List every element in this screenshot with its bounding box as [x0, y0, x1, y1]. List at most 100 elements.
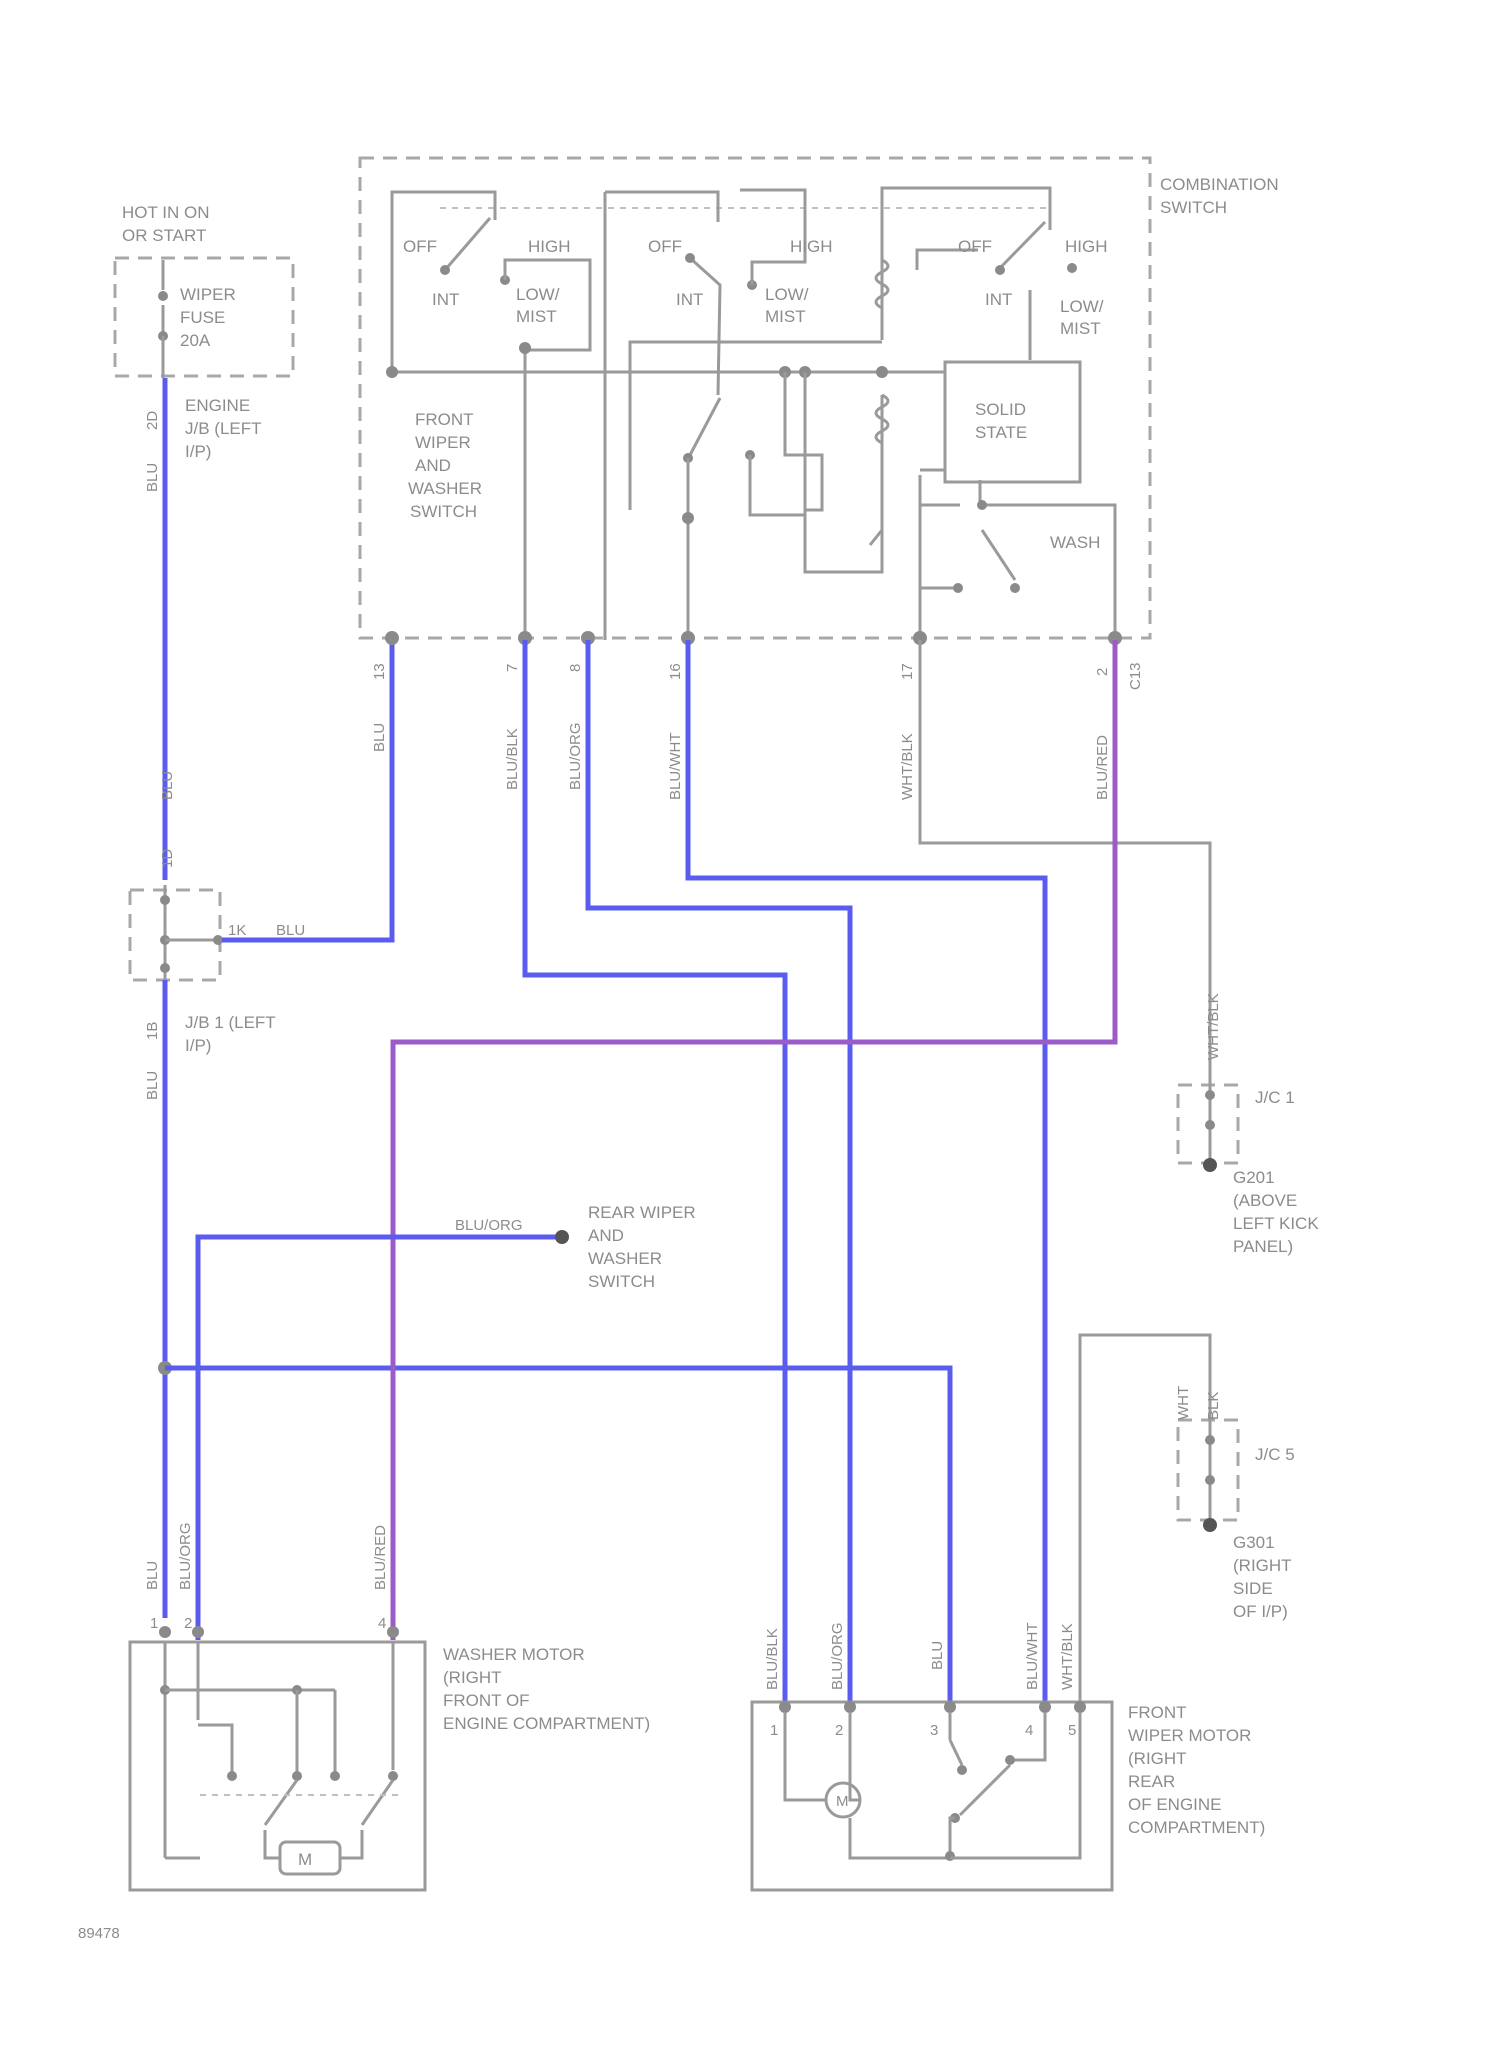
switch-pin-2-label: 2	[1094, 668, 1111, 676]
rear-wiper-connector	[555, 1230, 569, 1244]
wiper-fuse-rating: 20A	[180, 331, 211, 350]
blu-wht-wire	[688, 640, 1045, 1710]
wm-wire-a-label: BLU	[144, 1561, 161, 1590]
fwm-pin-e-label: 5	[1068, 1722, 1076, 1739]
low-mist-label-2b: MIST	[765, 307, 806, 326]
jc1-wire-label: WHT/BLK	[1205, 993, 1222, 1060]
fuse-pin-label: 2D	[144, 411, 161, 430]
switch-wire-2-label: BLU/RED	[1094, 735, 1111, 800]
int-label-2: INT	[676, 290, 703, 309]
rear-wiper-wire-label: BLU/ORG	[455, 1217, 523, 1234]
jc5-wire-b-label: BLK	[1205, 1392, 1222, 1420]
high-label-3: HIGH	[1065, 237, 1108, 256]
low-mist-label-1a: LOW/	[516, 285, 560, 304]
switch-wire-17-label: WHT/BLK	[899, 733, 916, 800]
fwm-pin-c-label: 3	[930, 1722, 938, 1739]
g201-label-4: PANEL)	[1233, 1237, 1293, 1256]
washer-motor-label-4: ENGINE COMPARTMENT)	[443, 1714, 650, 1733]
wiper-fuse-label: WIPER	[180, 285, 236, 304]
jb-pin-bottom-label: 1B	[144, 1022, 161, 1040]
int-label-3: INT	[985, 290, 1012, 309]
fwm-wire-d-label: BLU/WHT	[1024, 1623, 1041, 1691]
combination-switch-label-2: SWITCH	[1160, 198, 1227, 217]
switch-pin-17-label: 17	[899, 663, 916, 680]
washer-motor-label: WASHER MOTOR	[443, 1645, 585, 1664]
jc1-label: J/C 1	[1255, 1088, 1295, 1107]
fuse-to-jb-wire-label: BLU	[159, 771, 176, 800]
front-wiper-motor-label: FRONT	[1128, 1703, 1187, 1722]
switch-wire-16-label: BLU/WHT	[667, 733, 684, 801]
front-wiper-motor-label-3: (RIGHT	[1128, 1749, 1187, 1768]
wm-wire-b-label: BLU/ORG	[177, 1522, 194, 1590]
fwm-pin-d-label: 4	[1025, 1722, 1033, 1739]
jc5-label: J/C 5	[1255, 1445, 1295, 1464]
jb-side-pin-label: 1K	[228, 922, 246, 939]
front-wiper-switch-label-5: SWITCH	[410, 502, 477, 521]
fuse-wire-label: BLU	[144, 463, 161, 492]
switch-pin-13-label: 13	[371, 663, 388, 680]
front-wiper-motor-label-4: REAR	[1128, 1772, 1175, 1791]
jb1-label-2: I/P)	[185, 1036, 211, 1055]
low-mist-label-1b: MIST	[516, 307, 557, 326]
solid-state-box	[945, 362, 1080, 482]
g301-label-4: OF I/P)	[1233, 1602, 1288, 1621]
solid-state-label: SOLID	[975, 400, 1026, 419]
front-wiper-motor-label-6: COMPARTMENT)	[1128, 1818, 1265, 1837]
low-mist-label-3b: MIST	[1060, 319, 1101, 338]
switch-pin-c13-label: C13	[1127, 662, 1144, 690]
wm-wire-c-label: BLU/RED	[372, 1525, 389, 1590]
blu-red-wire	[393, 640, 1115, 1640]
front-wiper-switch-label-4: WASHER	[408, 479, 482, 498]
g201-label: G201	[1233, 1168, 1275, 1187]
switch-pin-8-label: 8	[567, 664, 584, 672]
combination-switch-label: COMBINATION	[1160, 175, 1279, 194]
g301-label-2: (RIGHT	[1233, 1556, 1292, 1575]
high-label-2: HIGH	[790, 237, 833, 256]
jc5-wire-a-label: WHT	[1175, 1386, 1192, 1420]
wht-blk-ground-wire	[920, 640, 1210, 1000]
rear-wiper-label-2: AND	[588, 1226, 624, 1245]
g201-label-3: LEFT KICK	[1233, 1214, 1319, 1233]
washer-motor-m-icon: M	[298, 1850, 312, 1869]
wm-pin-c-label: 4	[378, 1615, 386, 1632]
wiper-fuse-label-2: FUSE	[180, 308, 225, 327]
jc5-block	[1080, 1335, 1238, 1710]
fwm-wire-a-label: BLU/BLK	[764, 1628, 781, 1690]
front-wiper-motor-m-icon: M	[836, 1793, 849, 1810]
blu-org-wire	[588, 640, 850, 1710]
fwm-wire-e-label: WHT/BLK	[1059, 1623, 1076, 1690]
washer-motor-label-2: (RIGHT	[443, 1668, 502, 1687]
g201-label-2: (ABOVE	[1233, 1191, 1297, 1210]
switch-wire-13-label: BLU	[371, 723, 388, 752]
int-label-1: INT	[432, 290, 459, 309]
switch-pin-16-label: 16	[667, 663, 684, 680]
rear-wiper-label: REAR WIPER	[588, 1203, 696, 1222]
solid-state-label-2: STATE	[975, 423, 1027, 442]
rear-wiper-label-4: SWITCH	[588, 1272, 655, 1291]
g301-label-3: SIDE	[1233, 1579, 1273, 1598]
wm-pin-a-label: 1	[150, 1615, 158, 1632]
engine-jb-label-3: I/P)	[185, 442, 211, 461]
jb-to-switch-wire	[222, 640, 392, 940]
off-label-3: OFF	[958, 237, 992, 256]
hot-in-run-label-2: OR START	[122, 226, 206, 245]
high-label-1: HIGH	[528, 237, 571, 256]
fwm-wire-c-label: BLU	[929, 1641, 946, 1670]
washer-motor-block	[130, 1626, 425, 1890]
wm-pin-b-label: 2	[184, 1615, 192, 1632]
rear-wiper-label-3: WASHER	[588, 1249, 662, 1268]
jb1-block	[130, 885, 223, 1000]
blu-blk-wire	[525, 640, 785, 1710]
jb1-label: J/B 1 (LEFT	[185, 1013, 276, 1032]
jb-pin-top-label: 1D	[159, 849, 176, 868]
g301-label: G301	[1233, 1533, 1275, 1552]
hot-in-run-label: HOT IN ON	[122, 203, 210, 222]
switch-wire-8-label: BLU/ORG	[567, 722, 584, 790]
front-wiper-switch-label-3: AND	[415, 456, 451, 475]
diagram-id: 89478	[78, 1925, 120, 1942]
fwm-wire-b-label: BLU/ORG	[829, 1622, 846, 1690]
front-wiper-motor-label-2: WIPER MOTOR	[1128, 1726, 1251, 1745]
jb-side-wire-label: BLU	[276, 922, 305, 939]
switch-wire-7-label: BLU/BLK	[504, 728, 521, 790]
